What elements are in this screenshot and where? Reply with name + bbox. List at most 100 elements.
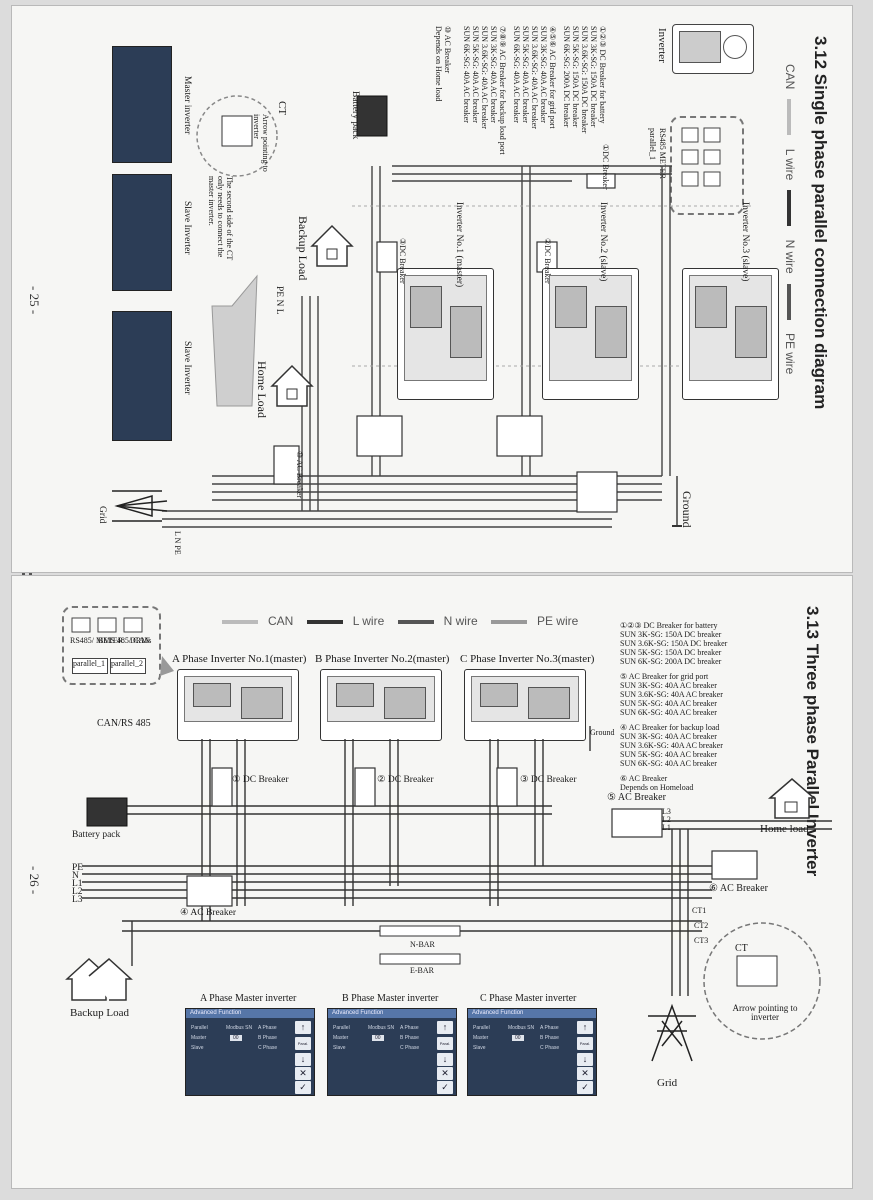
screen-caption-c: C Phase Master inverter: [480, 993, 577, 1004]
backup-load-house-icon: [310, 224, 354, 267]
ground-label: Ground: [590, 728, 615, 737]
top-page-number: - 25 -: [27, 286, 42, 315]
phase-b[interactable]: B Phase: [400, 1035, 419, 1041]
dc-breaker-3: ③ DC Breaker: [520, 775, 577, 785]
top-inverter-2: [542, 268, 639, 400]
ac-breaker-10: ⑩ AC Breaker: [295, 451, 304, 499]
screen-header: Advanced Function: [186, 1009, 314, 1018]
modbus-label: Modbus SN: [368, 1025, 395, 1031]
inverter-b-label: B Phase Inverter No.2(master): [315, 653, 450, 665]
phase-c[interactable]: C Phase: [258, 1045, 278, 1051]
dc-breaker-3: ③DC Breaker: [398, 238, 407, 284]
legend-l-wire: L wire: [352, 614, 385, 628]
modbus-value[interactable]: 00: [372, 1035, 384, 1041]
row-master: Master: [473, 1035, 489, 1041]
screen-caption-a: A Phase Master inverter: [200, 993, 297, 1004]
up-arrow-icon[interactable]: ↑: [295, 1021, 311, 1034]
inv1-label: Inverter No.1 (master): [454, 202, 464, 288]
close-icon[interactable]: ✕: [295, 1067, 311, 1080]
n-bar-label: N-BAR: [410, 940, 435, 949]
phase-a[interactable]: A Phase: [400, 1025, 419, 1031]
modbus-value[interactable]: 00: [512, 1035, 524, 1041]
inv3-label: Inverter No.3 (slave): [740, 202, 750, 282]
up-arrow-icon[interactable]: ↑: [437, 1021, 453, 1034]
ac-breaker-6: ⑥ AC Breaker: [709, 883, 768, 894]
inverter-a-label: A Phase Inverter No.1(master): [172, 653, 307, 665]
bottom-ports-box: RS485/ METER BMS 485/ CAN DRMs parallel_…: [62, 606, 161, 685]
bottom-inverter-a: [177, 669, 299, 741]
paral-set-button[interactable]: Paral. Set3: [437, 1037, 453, 1059]
dc-breaker-1: ① DC Breaker: [232, 775, 289, 785]
top-wiring-svg: [112, 95, 752, 528]
row-parallel: Parallel: [473, 1025, 490, 1031]
phase-b[interactable]: B Phase: [258, 1035, 277, 1041]
phase-b[interactable]: B Phase: [540, 1035, 559, 1041]
backup-load-label: Backup Load: [70, 1007, 129, 1019]
row-master: Master: [191, 1035, 207, 1041]
modbus-value[interactable]: 00: [230, 1035, 242, 1041]
paral-set-button[interactable]: Paral. Set3: [295, 1037, 311, 1059]
screen-c: Advanced Function Parallel Master Slave …: [467, 1008, 597, 1096]
bottom-inverter-b: [320, 669, 442, 741]
phase-a[interactable]: A Phase: [258, 1025, 277, 1031]
port-parallel-1: parallel_1: [72, 658, 108, 674]
down-arrow-icon[interactable]: ↓: [577, 1053, 593, 1066]
screen-caption-2: Slave Inverter: [182, 201, 192, 255]
battery-pack-label: Battery pack: [72, 830, 121, 840]
close-icon[interactable]: ✕: [577, 1067, 593, 1080]
row-slave: Slave: [191, 1045, 204, 1051]
row-parallel: Parallel: [191, 1025, 208, 1031]
modbus-label: Modbus SN: [508, 1025, 535, 1031]
battery-pack-label: Battery pack: [350, 91, 360, 140]
bottom-page: 3.13 Three phase Parallel Inverter CAN L…: [12, 576, 852, 1188]
top-screen-1: [112, 46, 172, 163]
screen-caption-1: Master inverter: [182, 76, 192, 135]
e-bar-label: E-BAR: [410, 966, 434, 975]
screen-b: Advanced Function Parallel Master Slave …: [327, 1008, 457, 1096]
port-label-rs485: RS485/ METER: [70, 636, 124, 645]
backup-load-house-icon: [65, 957, 133, 1001]
modbus-label: Modbus SN: [226, 1025, 253, 1031]
inverter-c-label: C Phase Inverter No.3(master): [460, 653, 595, 665]
port-icons: [681, 127, 721, 187]
ct2-label: CT2: [694, 921, 709, 930]
dc-breaker-1: ①DC Breaker: [601, 144, 610, 190]
check-icon[interactable]: ✓: [295, 1081, 311, 1094]
screen-header: Advanced Function: [328, 1009, 456, 1018]
backup-load-label: Backup Load: [296, 216, 310, 281]
home-load-label: Home load: [760, 823, 809, 835]
home-load-house-icon: [767, 778, 817, 819]
top-screen-3: [112, 311, 172, 441]
inverter-icon-small: [672, 24, 754, 74]
legend-can: CAN: [268, 614, 294, 628]
check-icon[interactable]: ✓: [437, 1081, 453, 1094]
top-screen-2: [112, 174, 172, 291]
down-arrow-icon[interactable]: ↓: [437, 1053, 453, 1066]
phase-c[interactable]: C Phase: [400, 1045, 420, 1051]
can-rs485-label: CAN/RS 485: [97, 718, 151, 729]
check-icon[interactable]: ✓: [577, 1081, 593, 1094]
down-arrow-icon[interactable]: ↓: [295, 1053, 311, 1066]
row-master: Master: [333, 1035, 349, 1041]
ct-arrow-label: Arrow pointing to inverter: [732, 1003, 798, 1022]
phase-a[interactable]: A Phase: [540, 1025, 559, 1031]
up-arrow-icon[interactable]: ↑: [577, 1021, 593, 1034]
screen-a: Advanced Function Parallel Master Slave …: [185, 1008, 315, 1096]
home-load-house-icon: [270, 364, 314, 407]
close-icon[interactable]: ✕: [437, 1067, 453, 1080]
screen-caption-3: Slave Inverter: [182, 341, 192, 395]
top-inverter-1: [397, 268, 494, 400]
paral-set-button[interactable]: Paral. Set3: [577, 1037, 593, 1059]
bottom-page-number: - 26 -: [27, 866, 42, 895]
legend-pe-wire: PE wire: [536, 614, 579, 628]
bottom-inverter-c: [464, 669, 586, 741]
ct3-label: CT3: [694, 936, 709, 945]
phase-c[interactable]: C Phase: [540, 1045, 560, 1051]
ac-breaker-4: ④ AC Breaker: [180, 908, 237, 918]
row-parallel: Parallel: [333, 1025, 350, 1031]
screen-header: Advanced Function: [468, 1009, 596, 1018]
pe-n-l: PE N L: [274, 286, 284, 315]
top-page: 3.12 Single phase parallel connection di…: [12, 6, 852, 572]
